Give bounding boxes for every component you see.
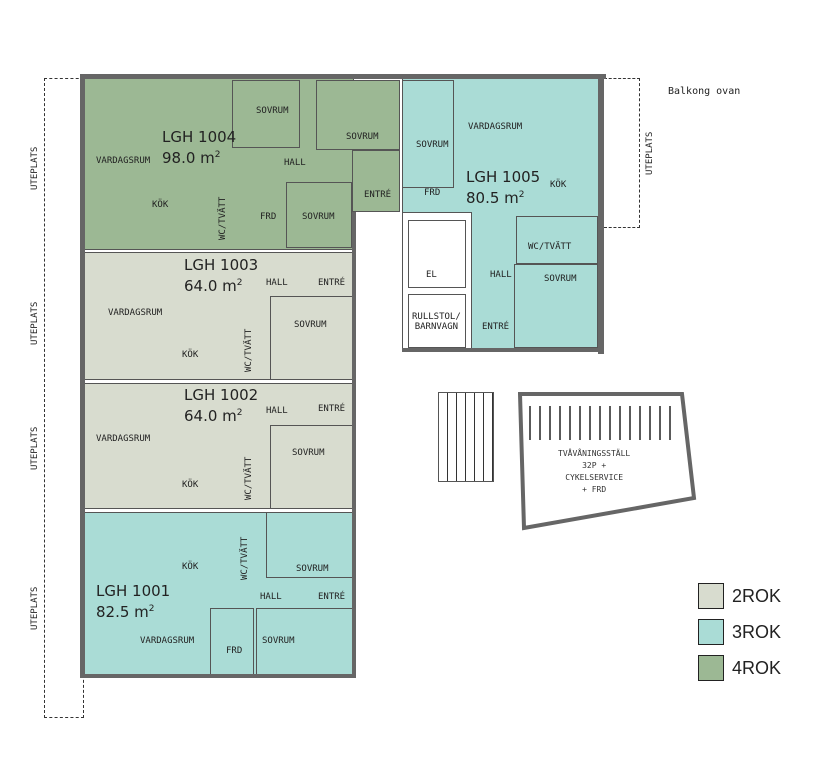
uteplats-outline-left [44, 78, 84, 718]
frd-1001 [210, 608, 254, 676]
wall-left [80, 74, 85, 678]
room-label: WC/TVÄTT [244, 456, 254, 500]
room-label: ENTRÉ [318, 592, 346, 602]
bike-label-line: + FRD [582, 485, 607, 494]
wall-top [80, 74, 606, 79]
room-label: ENTRÉ [482, 322, 510, 332]
room-label: HALL [266, 278, 288, 288]
wall-right-lower [352, 212, 356, 678]
sovrum-1005b [514, 264, 598, 348]
wc-1005 [516, 216, 598, 264]
room-label: SOVRUM [346, 132, 379, 142]
el-label: EL [426, 270, 437, 280]
balcony-outline [604, 78, 640, 228]
sovrum-1005a [402, 80, 454, 188]
sovrum-1004c [286, 182, 352, 248]
room-label: SOVRUM [416, 140, 449, 150]
stairwell [438, 392, 494, 482]
room-label: VARDAGSRUM [96, 156, 151, 166]
room-label: SOVRUM [302, 212, 335, 222]
legend-swatch [698, 619, 724, 645]
sovrum-1004b [316, 80, 400, 150]
room-label: KÖK [152, 200, 169, 210]
uteplats-label: UTEPLATS [30, 146, 40, 190]
room-label: VARDAGSRUM [96, 434, 151, 444]
room-label: SOVRUM [296, 564, 329, 574]
room-label: HALL [490, 270, 512, 280]
bike-room-label: TVÅVÅNINGSSTÄLL 32P + CYKELSERVICE + FRD [558, 448, 630, 496]
room-label: HALL [266, 406, 288, 416]
room-label: ENTRÉ [318, 278, 346, 288]
bike-label-line: CYKELSERVICE [565, 473, 624, 482]
room-label: ENTRÉ [318, 404, 346, 414]
room-label: FRD [424, 188, 441, 198]
room-label: WC/TVÄTT [240, 536, 250, 580]
bike-label-line: 32P + [582, 461, 607, 470]
entre-1004 [352, 150, 400, 212]
room-label: SOVRUM [544, 274, 577, 284]
room-label: FRD [260, 212, 277, 222]
room-label: KÖK [182, 562, 199, 572]
wall-1005-bottom [402, 348, 604, 352]
room-label: WC/TVÄTT [218, 196, 228, 240]
room-label: FRD [226, 646, 243, 656]
legend-item-2rok: 2ROK [698, 583, 781, 609]
legend-swatch [698, 583, 724, 609]
sovrum-1002 [270, 425, 354, 509]
room-label: SOVRUM [294, 320, 327, 330]
sovrum-1001a [266, 512, 354, 578]
sovrum-1004a [232, 80, 300, 148]
room-label: WC/TVÄTT [244, 328, 254, 372]
room-label: KÖK [550, 180, 567, 190]
room-label: WC/TVÄTT [528, 242, 572, 252]
room-label: KÖK [182, 480, 199, 490]
uteplats-label: UTEPLATS [30, 426, 40, 470]
room-label: SOVRUM [292, 448, 325, 458]
room-label: SOVRUM [262, 636, 295, 646]
wall-1005-right [598, 74, 604, 354]
wall-bottom [80, 674, 356, 678]
legend-item-3rok: 3ROK [698, 619, 781, 645]
uteplats-label: UTEPLATS [30, 301, 40, 345]
el-room [408, 220, 466, 288]
legend-label: 4ROK [732, 657, 782, 678]
room-label: VARDAGSRUM [140, 636, 195, 646]
room-label: ENTRÉ [364, 190, 392, 200]
sovrum-1003 [270, 296, 354, 380]
legend-item-4rok: 4ROK [698, 655, 781, 681]
balkong-label: Balkong ovan [668, 86, 741, 97]
sovrum-1001b [256, 608, 354, 676]
uteplats-label: UTEPLATS [30, 586, 40, 630]
legend-label: 3ROK [732, 621, 782, 642]
room-label: VARDAGSRUM [468, 122, 523, 132]
bike-label-line: TVÅVÅNINGSSTÄLL [558, 449, 631, 458]
uteplats-label: UTEPLATS [645, 131, 655, 175]
room-label: VARDAGSRUM [108, 308, 163, 318]
room-label: HALL [284, 158, 306, 168]
legend-label: 2ROK [732, 585, 782, 606]
stroller-label: RULLSTOL/BARNVAGN [412, 312, 461, 332]
room-label: SOVRUM [256, 106, 289, 116]
bike-room [518, 392, 697, 531]
rullstol-room [408, 294, 466, 348]
room-label: HALL [260, 592, 282, 602]
room-label: KÖK [182, 350, 199, 360]
legend-swatch [698, 655, 724, 681]
